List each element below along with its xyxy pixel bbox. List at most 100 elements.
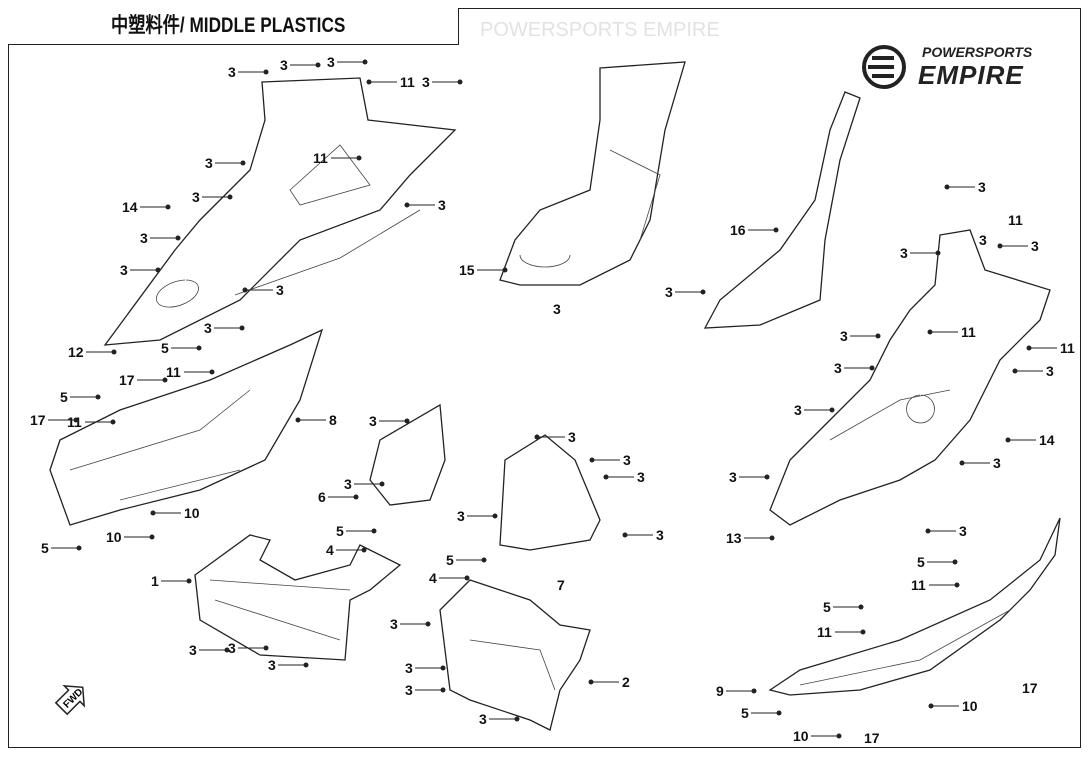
fastener-icon [404,418,410,424]
callout-4: 4 [326,542,334,558]
callout-11: 11 [1060,340,1075,356]
callout-11: 11 [400,74,415,90]
callout-3: 3 [438,197,446,213]
callout-1: 1 [151,573,159,589]
fastener-icon [440,665,446,671]
fastener-icon [860,629,866,635]
fastener-icon [149,534,155,540]
fastener-icon [356,155,362,161]
fastener-icon [315,62,321,68]
fastener-icon [836,733,842,739]
callout-3: 3 [344,476,352,492]
fastener-icon [353,494,359,500]
callout-2: 2 [622,674,630,690]
callout-10: 10 [793,728,809,744]
fastener-icon [303,662,309,668]
fastener-icon [1012,368,1018,374]
fastener-icon [366,79,372,85]
callout-10: 10 [962,698,978,714]
callout-17: 17 [30,412,46,428]
callout-3: 3 [205,155,213,171]
callout-16: 16 [730,222,746,238]
fastener-icon [240,160,246,166]
fastener-icon [700,289,706,295]
fastener-icon [481,557,487,563]
fastener-icon [622,532,628,538]
fastener-icon [440,687,446,693]
part-7-center-cover [499,434,601,551]
fastener-icon [927,329,933,335]
fastener-icon [1026,345,1032,351]
fastener-icon [263,69,269,75]
callout-13: 13 [726,530,742,546]
fastener-icon [764,474,770,480]
callout-5: 5 [741,705,749,721]
callout-14: 14 [1039,432,1055,448]
fastener-icon [209,369,215,375]
fastener-icon [263,645,269,651]
fastener-icon [95,394,101,400]
callout-11: 11 [961,324,976,340]
fastener-icon [773,227,779,233]
fastener-icon [751,688,757,694]
callout-3: 3 [1046,363,1054,379]
callout-12: 12 [68,344,84,360]
callout-3: 3 [665,284,673,300]
fastener-icon [944,184,950,190]
callout-3: 3 [405,682,413,698]
callout-3: 3 [834,360,842,376]
fastener-icon [379,481,385,487]
logo-line-1: POWERSPORTS [922,44,1033,60]
fastener-icon [769,535,775,541]
callout-5: 5 [446,552,454,568]
callout-3: 3 [327,54,335,70]
fastener-icon [502,267,508,273]
callout-3: 3 [280,57,288,73]
callout-6: 6 [318,489,326,505]
fastener-icon [362,59,368,65]
part-15-console [499,61,686,286]
fastener-icon [361,547,367,553]
callout-3: 3 [979,232,987,248]
callout-14: 14 [122,199,138,215]
callout-3: 3 [457,508,465,524]
fastener-icon [954,582,960,588]
callout-11: 11 [911,577,926,593]
page-title: 中塑料件/ MIDDLE PLASTICS [111,14,346,37]
brand-logo: POWERSPORTS EMPIRE [860,44,1060,90]
forward-direction-icon: FWD [54,684,85,716]
part-16-side-strip [703,91,861,329]
part-2-front-tray [439,579,591,731]
fastener-icon [73,417,79,423]
part-9-right-lower-panel [768,517,1061,696]
callout-3: 3 [553,301,561,317]
fastener-icon [150,510,156,516]
fastener-icon [165,204,171,210]
fastener-icon [224,647,230,653]
callout-3: 3 [840,328,848,344]
part-6-bracket [369,403,446,506]
callout-11: 11 [313,150,328,166]
callout-5: 5 [161,340,169,356]
fastener-icon [110,419,116,425]
callout-5: 5 [917,554,925,570]
fastener-icon [227,194,233,200]
fastener-icon [295,417,301,423]
callout-5: 5 [60,389,68,405]
fastener-icon [371,528,377,534]
callout-3: 3 [993,455,1001,471]
fastener-icon [534,434,540,440]
fastener-icon [492,513,498,519]
callout-3: 3 [405,660,413,676]
callout-8: 8 [329,412,337,428]
callout-3: 3 [978,179,986,195]
fastener-icon [162,377,168,383]
watermark-text: POWERSPORTS EMPIRE [480,19,720,41]
title-box: 中塑料件/ MIDDLE PLASTICS [8,8,459,45]
callout-9: 9 [716,683,724,699]
fastener-icon [875,333,881,339]
